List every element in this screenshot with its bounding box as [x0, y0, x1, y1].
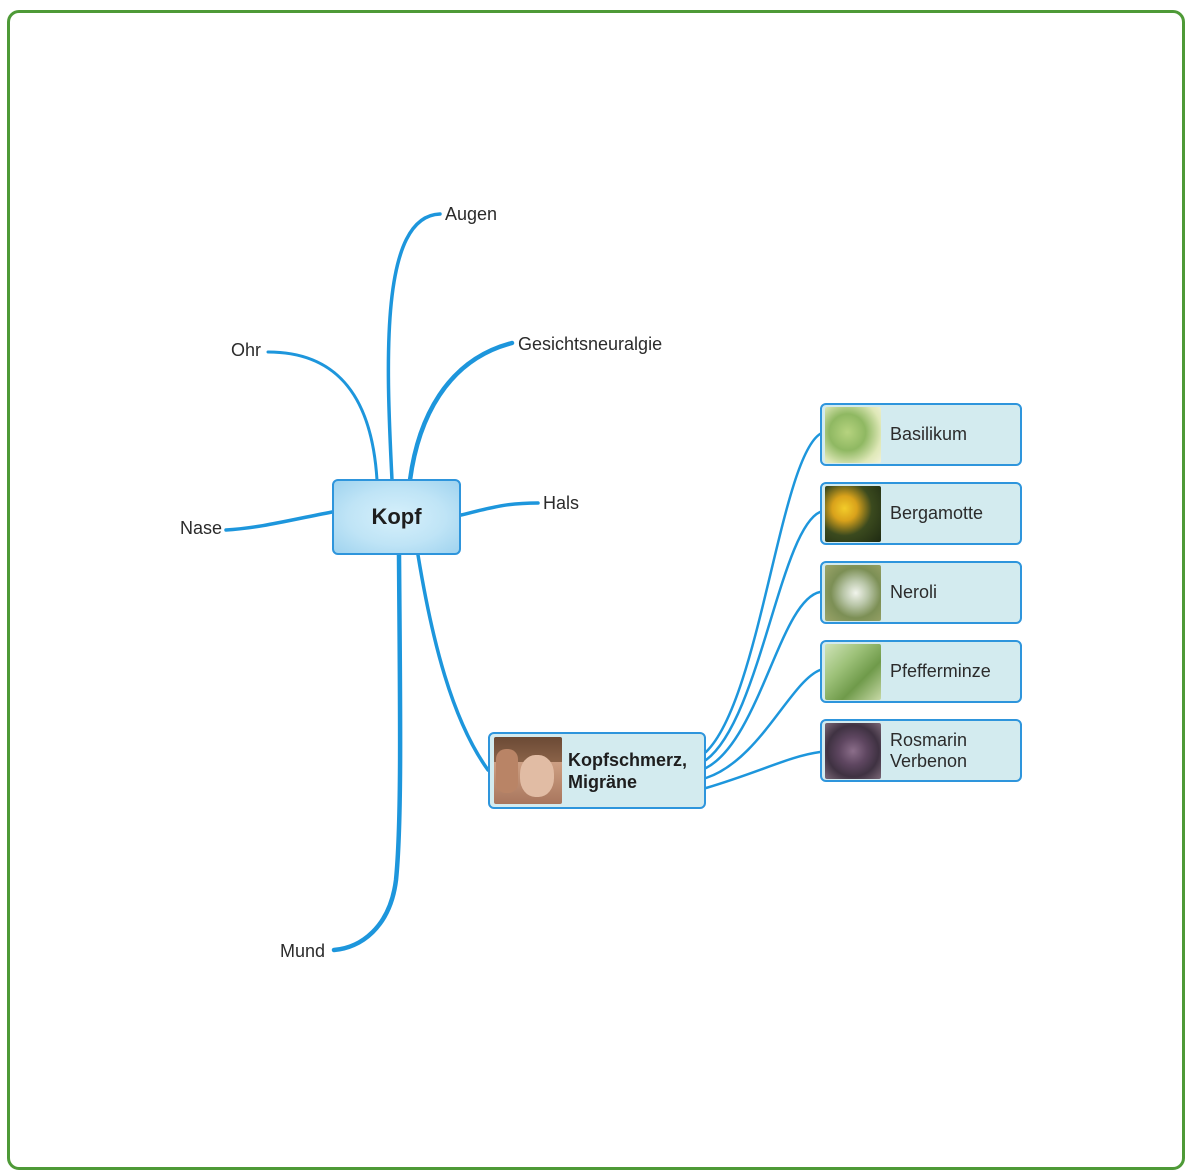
remedy-node-rosmarin[interactable]: Rosmarin Verbenon [820, 719, 1022, 782]
link-basilikum [704, 432, 822, 754]
remedy-label-line1: Rosmarin [890, 729, 968, 750]
branch-label-hals: Hals [543, 493, 580, 513]
link-pfefferminze [704, 668, 822, 780]
root-label: Kopf [371, 504, 422, 529]
link-hals [459, 501, 540, 517]
remedy-label: Rosmarin Verbenon [890, 730, 967, 772]
subtopic-label-line2: Migräne [568, 771, 638, 792]
headache-photo [494, 737, 562, 804]
link-nase [224, 510, 334, 532]
branch-label-nase: Nase [180, 518, 223, 538]
subtopic-label-line1: Kopfschmerz, [568, 749, 688, 770]
bergamotte-photo [825, 485, 881, 542]
basilikum-photo [825, 406, 881, 463]
root-node[interactable]: Kopf [332, 479, 461, 555]
link-kopfschmerz [416, 553, 490, 772]
link-augen [386, 212, 442, 482]
remedy-label: Pfefferminze [890, 661, 991, 681]
link-bergamotte [704, 510, 822, 762]
subtopic-label: Kopfschmerz, Migräne [568, 749, 687, 793]
remedy-node-neroli[interactable]: Neroli [820, 561, 1022, 624]
remedy-label-line2: Verbenon [890, 750, 968, 771]
link-gesichtsneuralgie [407, 340, 515, 483]
branch-label-ohr: Ohr [231, 340, 262, 360]
link-neroli [704, 590, 822, 770]
rosmarin-photo [825, 722, 881, 779]
link-ohr [266, 350, 379, 482]
remedy-node-basilikum[interactable]: Basilikum [820, 403, 1022, 466]
branch-label-gesichtsneuralgie: Gesichtsneuralgie [518, 334, 663, 354]
pfefferminze-photo [825, 643, 881, 700]
branch-label-augen: Augen [445, 204, 498, 224]
remedy-node-pfefferminze[interactable]: Pfefferminze [820, 640, 1022, 703]
subtopic-node[interactable]: Kopfschmerz, Migräne [488, 732, 706, 809]
remedy-node-bergamotte[interactable]: Bergamotte [820, 482, 1022, 545]
link-rosmarin [704, 750, 822, 790]
remedy-label: Neroli [890, 582, 938, 602]
neroli-photo [825, 564, 881, 621]
remedy-label: Basilikum [890, 424, 968, 444]
remedy-label: Bergamotte [890, 503, 984, 523]
branch-label-mund: Mund [280, 941, 326, 961]
link-mund [331, 552, 403, 953]
